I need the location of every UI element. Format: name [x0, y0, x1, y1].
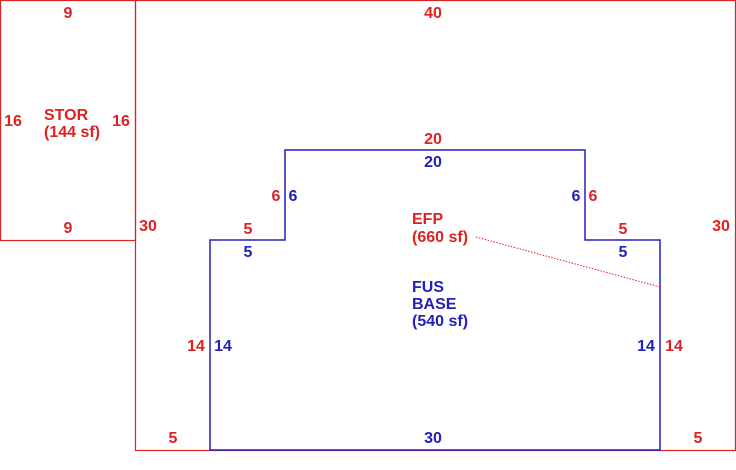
fus-area-name-line2: BASE: [412, 296, 457, 313]
dim-stor-right: 16: [112, 113, 130, 130]
dim-efp-lower-left: 14: [187, 338, 205, 355]
dim-efp-lower-right: 14: [665, 338, 683, 355]
dim-stor-bottom: 9: [64, 220, 73, 237]
dim-efp-top: 40: [424, 5, 442, 22]
efp-area-name: EFP: [412, 211, 443, 228]
dim-efp-step-left-tread: 5: [244, 221, 253, 238]
dim-stor-top: 9: [64, 5, 73, 22]
dim-efp-left: 30: [139, 218, 157, 235]
stor-area-size: (144 sf): [44, 124, 100, 141]
fus-base-outline: [209, 149, 661, 451]
dim-stor-left: 16: [4, 113, 22, 130]
fus-area-size: (540 sf): [412, 313, 468, 330]
efp-leader-line: [475, 236, 661, 288]
dim-fus-right-tread: 5: [619, 244, 628, 261]
dim-efp-bottom-right: 5: [694, 430, 703, 447]
dim-efp-step-left-riser: 6: [272, 188, 281, 205]
dim-fus-right: 14: [637, 338, 655, 355]
dim-efp-step-top: 20: [424, 131, 442, 148]
dim-fus-left: 14: [214, 338, 232, 355]
fus-area-name-line1: FUS: [412, 279, 444, 296]
dim-fus-bottom: 30: [424, 430, 442, 447]
dim-efp-right: 30: [712, 218, 730, 235]
dim-fus-left-tread: 5: [244, 244, 253, 261]
dim-efp-bottom-left: 5: [169, 430, 178, 447]
stor-area-name: STOR: [44, 107, 89, 124]
dim-efp-step-right-tread: 5: [619, 221, 628, 238]
dim-fus-right-riser: 6: [572, 188, 581, 205]
dim-efp-step-right-riser: 6: [589, 188, 598, 205]
dim-fus-top: 20: [424, 154, 442, 171]
efp-area-size: (660 sf): [412, 229, 468, 246]
dim-fus-left-riser: 6: [289, 188, 298, 205]
